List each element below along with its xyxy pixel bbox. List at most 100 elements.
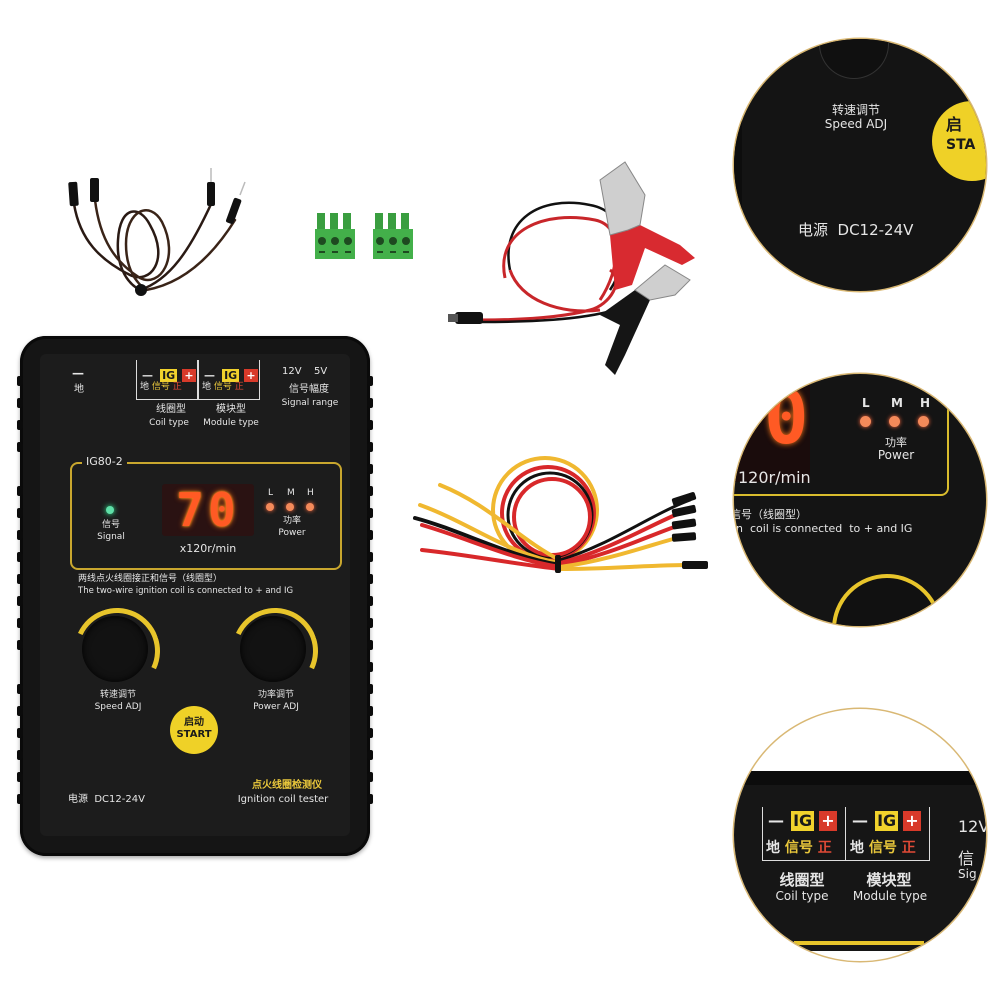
product-name-cn: 点火线圈检测仪 xyxy=(252,780,322,791)
coil-ground-label: 地 xyxy=(140,382,150,392)
power-led-low xyxy=(266,503,274,511)
callout-led-m xyxy=(889,416,900,427)
callout-level-l: L xyxy=(862,396,870,410)
callout-unit: 120r/min xyxy=(738,468,811,487)
device-edge xyxy=(734,39,742,291)
module-type-en: Module type xyxy=(203,418,259,428)
start-button-en: START xyxy=(176,729,212,740)
power-adj-knob[interactable] xyxy=(240,616,306,682)
callout-start-button: 启 STA xyxy=(932,101,986,181)
module-ig-badge: IG xyxy=(222,369,240,382)
callout-signal-cn: 信 xyxy=(958,849,975,868)
signal-range-5v[interactable]: 5V xyxy=(314,366,328,377)
power-label-en: Power xyxy=(278,528,306,538)
callout-module-en: Module type xyxy=(852,889,928,903)
callout-power-en: Power xyxy=(877,448,915,462)
signal-range-12v[interactable]: 12V xyxy=(282,366,302,377)
ignition-coil-tester: — 地 — IG + 地 信号 正 线圈型 Coil type — IG + 地… xyxy=(17,336,373,856)
callout-module-minus: — xyxy=(852,811,868,830)
rpm-unit: x120r/min xyxy=(179,542,237,555)
callout-coil-en: Coil type xyxy=(775,889,829,903)
callout-coil-plus: + xyxy=(819,811,837,831)
coil-positive-label: 正 xyxy=(172,382,182,392)
signal-range-label-en: Signal range xyxy=(281,398,339,408)
coil-terminal-badges: — IG + xyxy=(140,364,196,383)
callout-level-m: M xyxy=(891,396,903,410)
speed-adj-label-en: Speed ADJ xyxy=(94,702,142,712)
display-panel: IG80-2 信号 Signal 70 x120r/min L M H 功率 P… xyxy=(70,455,342,570)
coil-minus-badge: — xyxy=(142,369,153,382)
callout-module-positive: 正 xyxy=(901,840,916,856)
rpm-display: 70 xyxy=(162,484,254,536)
callout-display-bg xyxy=(734,374,810,482)
callout-power-supply: 电源 DC12-24V xyxy=(798,221,914,239)
ground-terminal-label: 地 xyxy=(74,384,84,395)
callout-speed-en: Speed ADJ xyxy=(824,117,888,131)
callout-start-cn: 启 xyxy=(946,115,963,134)
terminal-block-2 xyxy=(373,213,413,259)
module-minus-badge: — xyxy=(204,369,215,382)
callout-panel-frame xyxy=(734,374,949,496)
power-led-mid xyxy=(286,503,294,511)
coil-type-en: Coil type xyxy=(149,418,189,428)
signal-led xyxy=(106,506,114,514)
callout-faceplate xyxy=(734,771,986,951)
power-led-high xyxy=(306,503,314,511)
callout-top-edge xyxy=(734,771,986,785)
callout-coil-cn: 线圈型 xyxy=(779,871,825,889)
power-level-h: H xyxy=(307,488,314,498)
module-terminal-badges: — IG + xyxy=(202,364,258,383)
callout-coil-labels: 地 信号 正 xyxy=(766,837,832,857)
coil-terminal-labels: 地 信号 正 xyxy=(140,382,182,393)
callout-module-signal: 信号 xyxy=(868,840,897,856)
ground-terminal-symbol: — xyxy=(72,366,84,380)
callout-coil-ground: 地 xyxy=(766,840,780,856)
instruction-cn: 两线点火线圈接正和信号（线圈型） xyxy=(78,574,223,584)
power-level-l: L xyxy=(268,488,274,498)
signal-range-label-cn: 信号幅度 xyxy=(289,384,329,395)
callout-knob-partial xyxy=(832,574,942,626)
alligator-clip-power-cable xyxy=(448,161,695,375)
speed-adj-knob[interactable] xyxy=(82,616,148,682)
callout-level-h: H xyxy=(920,396,931,410)
callout-led-h xyxy=(918,416,929,427)
dupont-jumper-wires xyxy=(68,168,246,296)
callout-module-ground: 地 xyxy=(850,840,864,856)
power-adj-label-cn: 功率调节 xyxy=(257,690,294,700)
callout-coil-signal: 信号 xyxy=(784,840,813,856)
callout-start-en: STA xyxy=(946,137,976,153)
start-button[interactable]: 启动 START xyxy=(170,706,218,754)
callout-module-labels: 地 信号 正 xyxy=(850,837,916,857)
module-type-cn: 模块型 xyxy=(216,404,246,415)
start-button-cn: 启动 xyxy=(184,717,204,728)
signal-label-en: Signal xyxy=(97,532,125,542)
signal-label-cn: 信号 xyxy=(101,520,120,530)
power-level-m: M xyxy=(287,488,295,498)
callout-12v: 12V xyxy=(958,817,986,836)
callout-speed-cn: 转速调节 xyxy=(831,103,880,117)
callout-coil-minus: — xyxy=(768,811,784,830)
model-label: IG80-2 xyxy=(82,455,127,468)
module-ground-label: 地 xyxy=(202,382,212,392)
power-supply-label: 电源 DC12-24V xyxy=(68,794,145,805)
coil-ig-badge: IG xyxy=(160,369,178,382)
instruction-en: The two-wire ignition coil is connected … xyxy=(78,586,294,596)
module-signal-label: 信号 xyxy=(213,382,232,392)
callout-signal-en: Sig xyxy=(958,867,977,881)
callout-module-badges: — IG + xyxy=(850,811,921,831)
callout-power-cn: 功率 xyxy=(885,436,907,449)
speed-adj-label-cn: 转速调节 xyxy=(99,690,136,700)
zoom-callout-display: 0 L M H 功率 Power 120r/min 信号（线圈型） n coil… xyxy=(734,374,986,626)
callout-module-ig: IG xyxy=(875,811,899,831)
speed-knob-partial xyxy=(819,39,889,79)
callout-coil-ig: IG xyxy=(791,811,815,831)
coil-signal-label: 信号 xyxy=(151,382,170,392)
coil-type-cn: 线圈型 xyxy=(156,404,186,415)
callout-module-plus: + xyxy=(903,811,921,831)
coil-plus-badge: + xyxy=(182,369,196,382)
power-label-cn: 功率 xyxy=(282,516,301,526)
callout-panel-border xyxy=(794,941,924,945)
module-positive-label: 正 xyxy=(234,382,244,392)
callout-coil-badges: — IG + xyxy=(766,811,837,831)
callout-led-l xyxy=(860,416,871,427)
